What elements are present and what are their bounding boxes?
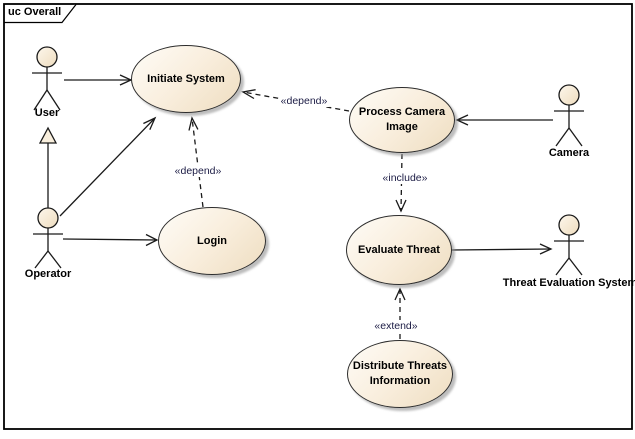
actor-operator[interactable] xyxy=(33,207,63,269)
generalization-triangle-arrowhead xyxy=(38,126,58,144)
open-arrowhead xyxy=(539,243,553,255)
stereotype-include: «include» xyxy=(380,172,430,184)
association-user-to-initiate-system[interactable] xyxy=(64,74,133,86)
actor-threat-evaluation-system-label: Threat Evaluation System xyxy=(502,277,635,289)
usecase-login[interactable]: Login xyxy=(158,207,266,275)
stereotype-extend: «extend» xyxy=(372,320,420,332)
stereotype-depend-process-camera-image: «depend» xyxy=(278,95,330,107)
actor-camera[interactable] xyxy=(554,84,584,147)
usecase-distribute-threats-information[interactable]: Distribute Threats Information xyxy=(347,340,453,408)
actor-threat-evaluation-system[interactable] xyxy=(554,214,584,276)
usecase-label: Initiate System xyxy=(147,72,225,85)
association-operator-to-login[interactable] xyxy=(62,233,159,247)
usecase-label: Evaluate Threat xyxy=(358,243,440,256)
open-arrowhead xyxy=(395,199,407,213)
open-arrowhead xyxy=(394,287,406,301)
generalization-operator-to-user[interactable] xyxy=(38,126,58,208)
usecase-label: Process Camera Image xyxy=(358,106,446,133)
open-arrowhead xyxy=(143,116,157,130)
dependency-login-to-initiate-system[interactable] xyxy=(188,116,204,208)
actor-operator-head xyxy=(37,207,59,229)
usecase-process-camera-image[interactable]: Process Camera Image xyxy=(349,87,455,153)
open-arrowhead xyxy=(455,114,469,126)
dependency-process-camera-image-to-initiate-system[interactable] xyxy=(241,89,350,112)
association-camera-to-process-camera-image[interactable] xyxy=(455,114,553,126)
usecase-label: Distribute Threats Information xyxy=(352,360,448,387)
actor-user-head xyxy=(36,46,58,68)
usecase-label: Login xyxy=(197,234,227,247)
open-arrowhead xyxy=(241,89,256,100)
extend-distribute-threats-information-to-evaluate-threat[interactable] xyxy=(394,287,406,339)
open-arrowhead xyxy=(188,116,199,131)
stereotype-depend-login: «depend» xyxy=(172,165,224,177)
association-operator-to-initiate-system[interactable] xyxy=(59,116,157,217)
frame-title: uc Overall xyxy=(8,6,62,18)
actor-operator-label: Operator xyxy=(24,268,72,280)
usecase-initiate-system[interactable]: Initiate System xyxy=(131,45,241,113)
usecase-evaluate-threat[interactable]: Evaluate Threat xyxy=(346,215,452,285)
diagram-frame xyxy=(3,3,633,430)
actor-camera-head xyxy=(558,84,580,106)
actor-threat-evaluation-system-head xyxy=(558,214,580,236)
actor-user[interactable] xyxy=(32,46,62,111)
association-evaluate-threat-to-threat-evaluation-system[interactable] xyxy=(451,243,553,255)
actor-camera-label: Camera xyxy=(548,147,590,159)
actor-user-label: User xyxy=(34,107,60,119)
open-arrowhead xyxy=(145,233,159,247)
